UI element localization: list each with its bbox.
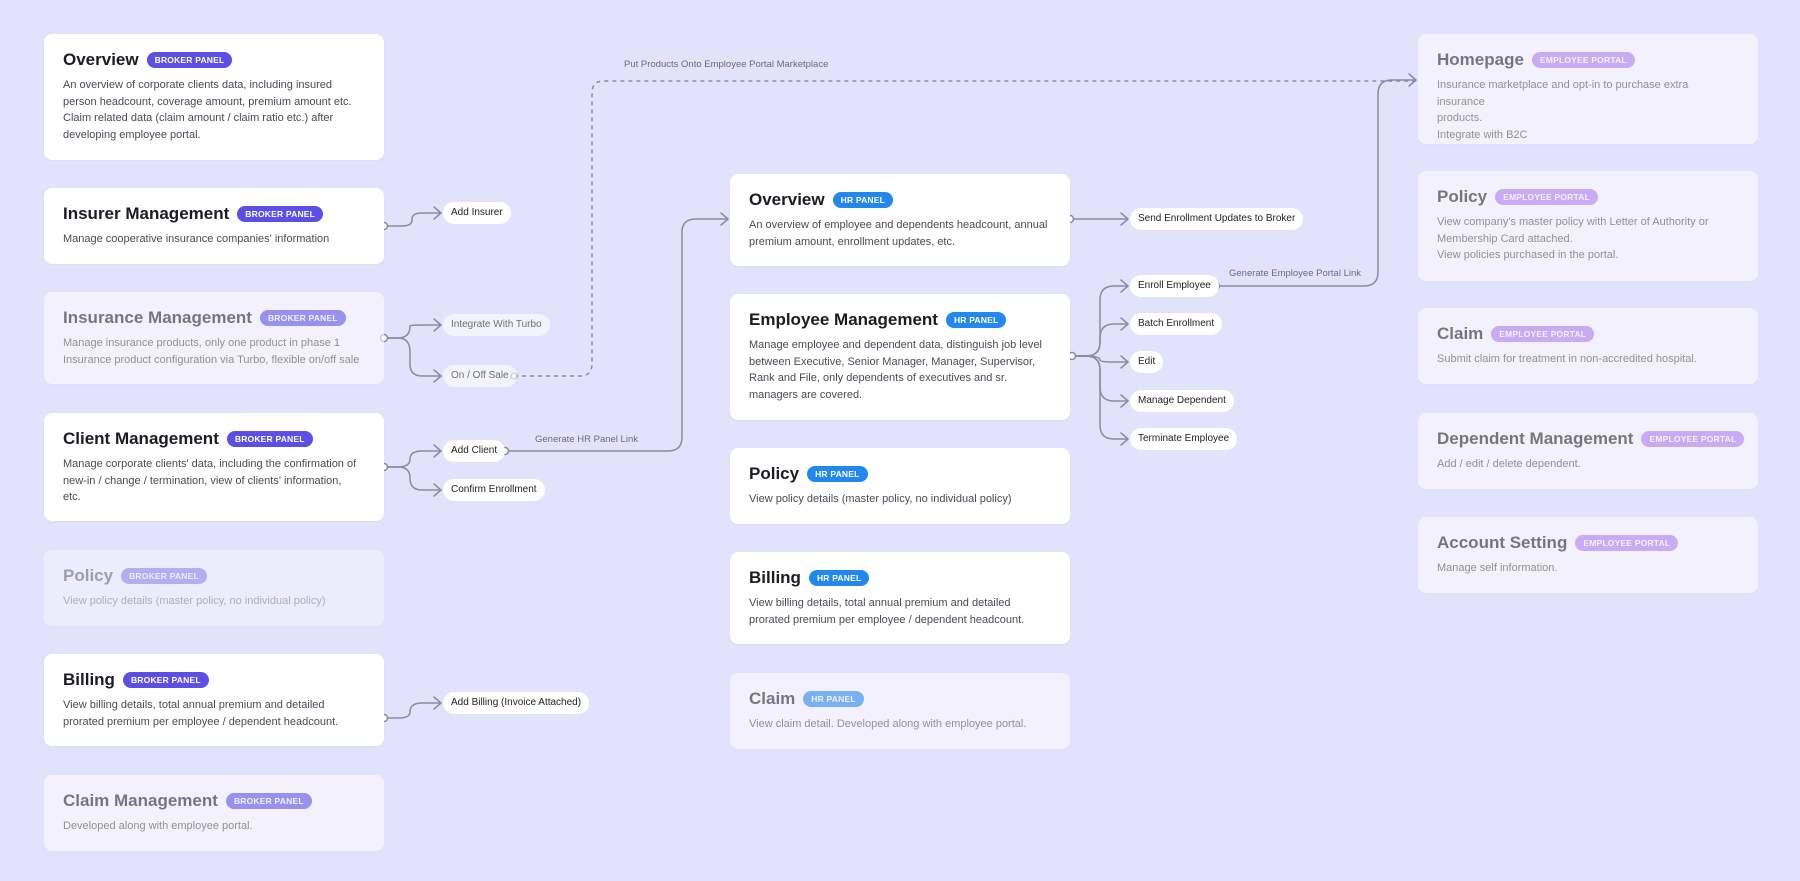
broker-panel-badge: BROKER PANEL <box>122 671 209 689</box>
broker-panel-badge: BROKER PANEL <box>259 309 346 327</box>
card-title: Claim <box>749 689 796 708</box>
client-management-card[interactable]: Client Management BROKER PANEL Manage cor… <box>44 413 384 521</box>
hr-panel-badge: HR PANEL <box>832 191 894 209</box>
card-title: Account Setting <box>1437 533 1568 552</box>
broker-panel-badge: BROKER PANEL <box>225 792 312 810</box>
hr-panel-badge: HR PANEL <box>807 465 868 483</box>
employee-portal-badge: EMPLOYEE PORTAL <box>1491 325 1595 343</box>
card-description: View claim detail. Developed along with … <box>749 718 1027 730</box>
broker-panel-badge: BROKER PANEL <box>121 567 207 585</box>
portal-claim-card[interactable]: Claim EMPLOYEE PORTAL Submit claim for tr… <box>1418 308 1758 384</box>
connector-manage-dependent <box>1072 355 1128 402</box>
add-billing-action[interactable]: Add Billing (Invoice Attached) <box>443 692 590 714</box>
connector-batch-enrollment <box>1072 323 1128 357</box>
card-title: Overview <box>63 50 139 69</box>
card-title: Claim Management <box>63 791 218 810</box>
card-title: Employee Management <box>749 310 938 329</box>
card-description: View policy details (master policy, no i… <box>749 493 1012 505</box>
card-description: View billing details, total annual premi… <box>63 699 339 728</box>
broker-overview-card[interactable]: Overview BROKER PANEL An overview of corp… <box>44 34 384 160</box>
card-title: Policy <box>1437 187 1488 206</box>
card-description: Manage employee and dependent data, dist… <box>749 339 1042 401</box>
claim-management-card[interactable]: Claim Management BROKER PANEL Developed a… <box>44 775 384 851</box>
card-title: Insurer Management <box>63 204 230 223</box>
card-description: Submit claim for treatment in non-accred… <box>1437 353 1697 365</box>
card-description: Manage corporate clients' data, includin… <box>63 458 357 503</box>
employee-portal-badge: EMPLOYEE PORTAL <box>1495 188 1598 206</box>
hr-panel-badge: HR PANEL <box>945 311 1007 329</box>
connector-add-insurer <box>384 212 441 227</box>
card-description: An overview of employee and dependents h… <box>749 219 1048 248</box>
card-description: Manage cooperative insurance companies' … <box>63 233 330 245</box>
connector-enroll-employee <box>1072 285 1128 357</box>
hr-policy-card[interactable]: Policy HR PANEL View policy details (mast… <box>730 448 1070 524</box>
card-title: Policy <box>63 566 114 585</box>
portal-dependent-management-card[interactable]: Dependent Management EMPLOYEE PORTAL Add … <box>1418 413 1758 489</box>
broker-panel-badge: BROKER PANEL <box>146 51 233 69</box>
batch-enrollment-action[interactable]: Batch Enrollment <box>1130 313 1223 335</box>
card-description: View billing details, total annual premi… <box>749 597 1025 626</box>
portal-policy-card[interactable]: Policy EMPLOYEE PORTAL View company's mas… <box>1418 171 1758 281</box>
employee-portal-badge: EMPLOYEE PORTAL <box>1531 51 1635 69</box>
generate-portal-link-label: Generate Employee Portal Link <box>1229 268 1362 279</box>
hr-claim-card[interactable]: Claim HR PANEL View claim detail. Develop… <box>730 673 1070 749</box>
card-title: Claim <box>1437 324 1484 343</box>
manage-dependent-action[interactable]: Manage Dependent <box>1130 390 1234 412</box>
put-products-link-label: Put Products Onto Employee Portal Market… <box>624 59 829 70</box>
card-description: View company's master policy with Letter… <box>1437 216 1709 261</box>
send-enrollment-action[interactable]: Send Enrollment Updates to Broker <box>1130 208 1304 230</box>
card-title: Homepage <box>1437 50 1524 69</box>
card-description: Manage insurance products, only one prod… <box>63 337 360 366</box>
card-description: Developed along with employee portal. <box>63 820 253 832</box>
card-title: Client Management <box>63 429 219 448</box>
connector-edit <box>1072 355 1128 363</box>
hr-billing-card[interactable]: Billing HR PANEL View billing details, to… <box>730 552 1070 644</box>
edit-action[interactable]: Edit <box>1130 351 1164 373</box>
card-title: Dependent Management <box>1437 429 1634 448</box>
connector-terminate-employee <box>1072 355 1128 440</box>
connector-add-billing <box>384 702 441 719</box>
card-description: View policy details (master policy, no i… <box>63 595 326 607</box>
employee-portal-badge: EMPLOYEE PORTAL <box>1575 534 1679 552</box>
portal-account-setting-card[interactable]: Account Setting EMPLOYEE PORTAL Manage se… <box>1418 517 1758 593</box>
add-client-action[interactable]: Add Client <box>443 440 506 462</box>
card-title: Policy <box>749 464 800 483</box>
connector-confirm-enrollment <box>384 466 441 491</box>
card-title: Insurance Management <box>63 308 252 327</box>
card-title: Overview <box>749 190 825 209</box>
on-off-sale-action[interactable]: On / Off Sale <box>443 365 517 387</box>
enroll-employee-action[interactable]: Enroll Employee <box>1130 275 1219 297</box>
connector-generate-portal-link <box>1216 79 1416 287</box>
broker-panel-badge: BROKER PANEL <box>226 430 313 448</box>
broker-panel-badge: BROKER PANEL <box>237 205 324 223</box>
generate-hr-link-label: Generate HR Panel Link <box>535 434 638 445</box>
confirm-enrollment-action[interactable]: Confirm Enrollment <box>443 479 545 501</box>
connector-add-client <box>384 450 441 468</box>
broker-policy-card[interactable]: Policy BROKER PANEL View policy details (… <box>44 550 384 626</box>
hr-panel-badge: HR PANEL <box>803 690 864 708</box>
integrate-turbo-action[interactable]: Integrate With Turbo <box>443 314 550 336</box>
connector-integrate-turbo <box>384 324 441 339</box>
card-title: Billing <box>63 670 115 689</box>
portal-homepage-card[interactable]: Homepage EMPLOYEE PORTAL Insurance market… <box>1418 34 1758 144</box>
card-description: Manage self information. <box>1437 562 1558 574</box>
insurance-management-card[interactable]: Insurance Management BROKER PANEL Manage … <box>44 292 384 384</box>
connector-on-off-sale <box>384 337 441 377</box>
insurer-management-card[interactable]: Insurer Management BROKER PANEL Manage co… <box>44 188 384 264</box>
broker-billing-card[interactable]: Billing BROKER PANEL View billing details… <box>44 654 384 746</box>
card-description: Insurance marketplace and opt-in to purc… <box>1437 79 1689 141</box>
card-description: An overview of corporate clients data, i… <box>63 79 352 141</box>
hr-overview-card[interactable]: Overview HR PANEL An overview of employee… <box>730 174 1070 266</box>
employee-management-card[interactable]: Employee Management HR PANEL Manage emplo… <box>730 294 1070 420</box>
card-description: Add / edit / delete dependent. <box>1437 458 1581 470</box>
card-title: Billing <box>749 568 801 587</box>
employee-portal-badge: EMPLOYEE PORTAL <box>1641 430 1745 448</box>
hr-panel-badge: HR PANEL <box>808 569 870 587</box>
add-insurer-action[interactable]: Add Insurer <box>443 202 511 224</box>
terminate-employee-action[interactable]: Terminate Employee <box>1130 428 1238 450</box>
